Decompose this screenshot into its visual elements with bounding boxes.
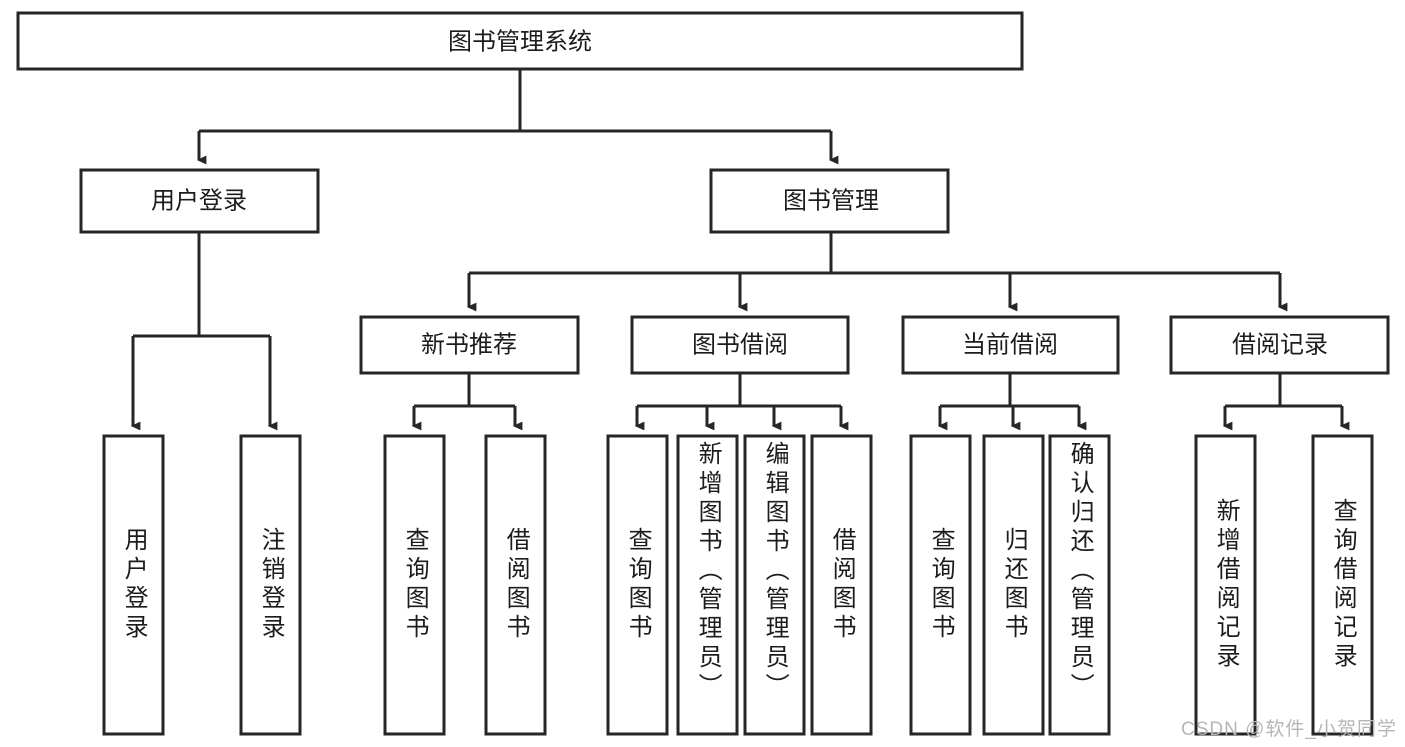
node-leaf-query-book-cur-box[interactable]	[909, 434, 972, 736]
node-book-manage-box[interactable]	[709, 168, 950, 234]
node-leaf-edit-book-box[interactable]	[743, 434, 806, 736]
node-borrow-record-label: 借阅记录	[1232, 331, 1328, 358]
node-leaf-borrow-book-rec-box[interactable]	[484, 434, 547, 736]
node-leaf-add-record-box[interactable]	[1194, 434, 1257, 736]
node-book-borrow-box[interactable]	[630, 315, 850, 375]
node-user-login-label: 用户登录	[151, 187, 247, 214]
node-leaf-query-book-borrow-box[interactable]	[606, 434, 669, 736]
node-leaf-add-book-box[interactable]	[676, 434, 739, 736]
node-layer: 图书管理系统 用户登录 图书管理 新书推荐 图书借阅 当前	[16, 11, 1390, 736]
node-leaf-confirm-return-box[interactable]	[1048, 434, 1111, 736]
node-leaf-return-book-box[interactable]	[982, 434, 1045, 736]
node-book-manage[interactable]: 图书管理	[709, 168, 950, 234]
node-current-borrow-box[interactable]	[901, 315, 1120, 375]
node-current-borrow-label: 当前借阅	[962, 331, 1058, 358]
node-leaf-user-logout-box[interactable]	[239, 434, 302, 736]
node-root-box[interactable]	[16, 11, 1024, 71]
node-leaf-user-login-box[interactable]	[102, 434, 165, 736]
node-book-manage-label: 图书管理	[783, 187, 879, 214]
node-borrow-record-box[interactable]	[1169, 315, 1390, 375]
node-user-login-box[interactable]	[79, 168, 320, 234]
connector-layer	[130, 69, 1350, 431]
node-leaf-borrow-book-box[interactable]	[810, 434, 873, 736]
node-new-book-rec-label: 新书推荐	[421, 331, 517, 358]
node-root-label: 图书管理系统	[448, 28, 592, 55]
node-root[interactable]: 图书管理系统	[16, 11, 1024, 71]
node-book-borrow[interactable]: 图书借阅	[630, 315, 850, 375]
node-current-borrow[interactable]: 当前借阅	[901, 315, 1120, 375]
node-new-book-rec-box[interactable]	[359, 315, 580, 375]
node-leaf-query-record-box[interactable]	[1311, 434, 1374, 736]
csdn-watermark: CSDN @软件_小贺同学	[1181, 719, 1397, 740]
node-leaf-query-book-rec-box[interactable]	[383, 434, 446, 736]
node-book-borrow-label: 图书借阅	[692, 331, 788, 358]
node-user-login[interactable]: 用户登录	[79, 168, 320, 234]
node-borrow-record[interactable]: 借阅记录	[1169, 315, 1390, 375]
node-new-book-rec[interactable]: 新书推荐	[359, 315, 580, 375]
